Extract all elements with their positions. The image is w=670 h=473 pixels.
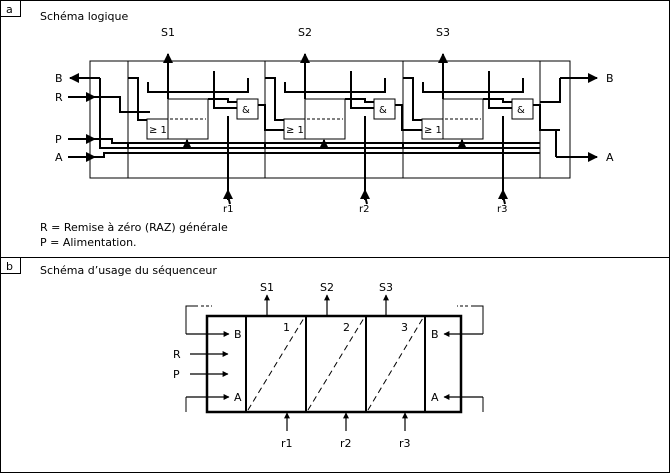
- output-s2: S2: [298, 26, 312, 39]
- or-gate-1: [146, 118, 169, 140]
- and-gate-label: &: [517, 105, 525, 116]
- usage-diagram: S1 S2 S3 1 2 3 B A B A R P r1 r2 r3: [173, 281, 484, 450]
- and-gate-label: &: [379, 105, 387, 116]
- step-diagonals: [247, 317, 424, 411]
- panel-b-tag: b: [6, 260, 13, 273]
- usage-leads: [185, 305, 484, 412]
- usage-output-s3: S3: [379, 281, 393, 294]
- port-p-left: P: [55, 133, 62, 146]
- reset-r3: r3: [497, 204, 507, 215]
- port-b-left: B: [55, 72, 63, 85]
- port-a-left: A: [55, 151, 63, 164]
- or-gate-label: ≥ 1: [286, 125, 304, 136]
- reset-r1: r1: [223, 204, 233, 215]
- legend-raz: R = Remise à zéro (RAZ) générale: [40, 221, 228, 234]
- panel-b-title: Schéma d’usage du séquenceur: [40, 264, 217, 277]
- and-gate-3: [511, 98, 534, 120]
- usage-port-b-right: B: [431, 328, 439, 341]
- and-gate-label: &: [242, 105, 250, 116]
- usage-reset-r3: r3: [399, 437, 411, 450]
- step-number-1: 1: [283, 321, 290, 334]
- reset-r2: r2: [359, 204, 369, 215]
- or-gate-2: [283, 118, 306, 140]
- output-s3: S3: [436, 26, 450, 39]
- stage-3: ≥ 1 &: [402, 53, 560, 205]
- usage-reset-r1: r1: [281, 437, 293, 450]
- legend-power: P = Alimentation.: [40, 236, 137, 249]
- usage-port-a-right: A: [431, 391, 439, 404]
- usage-port-b-left: B: [234, 328, 242, 341]
- port-a-right: A: [606, 151, 614, 164]
- panel-a-tag: a: [6, 3, 13, 16]
- logic-diagram: ≥ 1&≥ 1&≥ 1& B R P A B A S1 S2 S3 r1 r2 …: [40, 26, 614, 249]
- usage-arrows: [186, 294, 483, 431]
- usage-input-r: R: [173, 348, 181, 361]
- step-number-3: 3: [401, 321, 408, 334]
- and-gate-2: [373, 98, 396, 120]
- stage-1-wires: [127, 53, 285, 205]
- output-s1: S1: [161, 26, 175, 39]
- usage-blocks: [205, 314, 463, 414]
- port-r-left: R: [55, 91, 63, 104]
- panel-a-title: Schéma logique: [40, 10, 129, 23]
- port-arrows: [68, 73, 598, 162]
- usage-reset-r2: r2: [340, 437, 352, 450]
- stage-2: ≥ 1 &: [264, 53, 422, 205]
- and-gate-1: [236, 98, 259, 120]
- usage-output-s1: S1: [260, 281, 274, 294]
- step-number-2: 2: [343, 321, 350, 334]
- stage-2-wires: [264, 53, 422, 205]
- port-b-right: B: [606, 72, 614, 85]
- or-gate-label: ≥ 1: [149, 125, 167, 136]
- usage-output-s2: S2: [320, 281, 334, 294]
- usage-input-p: P: [173, 368, 180, 381]
- usage-port-a-left: A: [234, 391, 242, 404]
- stage-1: ≥ 1 &: [127, 53, 285, 205]
- sequencer-stages: ≥ 1 & ≥ 1 & ≥ 1 &: [127, 53, 560, 205]
- or-gate-label: ≥ 1: [424, 125, 442, 136]
- or-gate-3: [421, 118, 444, 140]
